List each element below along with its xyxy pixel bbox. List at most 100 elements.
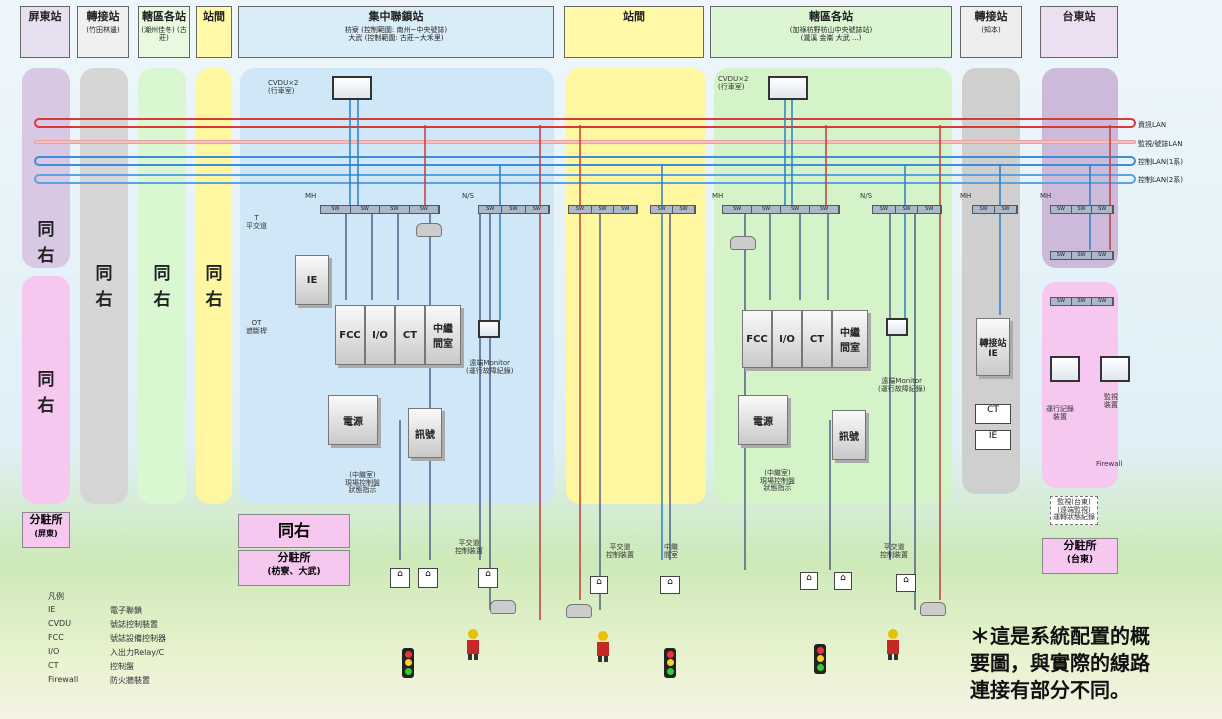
cvdu-monitor-right-icon	[768, 76, 808, 100]
switch-hub-central-2: SWSWSW	[478, 205, 550, 214]
branch-central-same: 同右	[238, 514, 350, 548]
taitung-note: 監視(台東) (遠端監視) 運轉狀態紀錄	[1050, 496, 1098, 525]
branch-taitung: 分駐所 (台東)	[1042, 538, 1118, 574]
crossing-ctrl-left-label: 平交道 控制裝置	[606, 544, 634, 559]
ie-box-transfer: IE	[975, 430, 1011, 450]
branch-taitung-sub: (台東)	[1067, 555, 1093, 565]
remote-monitor-right-icon	[886, 318, 908, 336]
crossing-box-2-icon: ⌂	[418, 568, 438, 588]
camera-icon-5	[920, 602, 946, 616]
legend-value: 號誌設備控制器	[110, 633, 166, 647]
traffic-signal-icon-2	[664, 648, 676, 678]
crossing-box-1-icon: ⌂	[390, 568, 410, 588]
crossing-box-6-icon: ⌂	[834, 572, 852, 590]
cvdu-label-right: CVDU×2 (行車室)	[718, 76, 749, 91]
traffic-signal-icon-1	[402, 648, 414, 678]
mh-label-4: MH	[1040, 193, 1051, 201]
ct-unit-right: CT	[802, 310, 832, 368]
legend-key: Firewall	[48, 675, 110, 689]
legend-value: 入出力Relay/C	[110, 647, 164, 661]
branch-central: 分駐所 (枋寮、大武)	[238, 550, 350, 586]
ct-box-transfer: CT	[975, 404, 1011, 424]
switch-hub-transfer: SWSW	[972, 205, 1018, 214]
signal-unit-right: 訊號	[832, 410, 866, 460]
legend-key: FCC	[48, 633, 110, 647]
crossing-ctrl-center-label: 平交道 控制裝置	[455, 540, 483, 555]
legend-key: I/O	[48, 647, 110, 661]
switch-hub-taitung-1: SWSWSW	[1050, 205, 1114, 214]
cvdu-label-central: CVDU×2 (行車室)	[268, 80, 299, 95]
crossing-guard-icon-2	[594, 630, 612, 662]
camera-icon-3	[490, 600, 516, 614]
cvdu-monitor-central-icon	[332, 76, 372, 100]
power-unit-central: 電源	[328, 395, 378, 445]
room-unit-central: 中繼 間室	[425, 305, 461, 365]
mh-label-3: MH	[960, 193, 971, 201]
legend-key: CT	[48, 661, 110, 675]
fcc-unit-central: FCC	[335, 305, 365, 365]
taitung-terminal-2-icon	[1100, 356, 1130, 382]
remote-monitor-central-label: 遠端Monitor (運行故障紀錄)	[466, 360, 513, 375]
legend-value: 號誌控制裝置	[110, 619, 158, 633]
taitung-monitor-label: 監視 裝置	[1104, 394, 1118, 409]
switch-hub-taitung-2: SWSWSW	[1050, 251, 1114, 260]
camera-icon-1	[416, 223, 442, 237]
ns-label-2: N/S	[860, 193, 872, 201]
ct-unit-central: CT	[395, 305, 425, 365]
vertical-label-1: T 平交道	[246, 215, 267, 230]
fcc-unit-right: FCC	[742, 310, 772, 368]
vertical-label-2: OT 遮斷桿	[246, 320, 267, 335]
taitung-log-label: 運行記錄 裝置	[1046, 406, 1074, 421]
switch-hub-right-2: SWSWSW	[872, 205, 942, 214]
io-unit-central: I/O	[365, 305, 395, 365]
power-unit-right: 電源	[738, 395, 788, 445]
legend-key: CVDU	[48, 619, 110, 633]
local-ctrl-central-label: (中繼室) 現場控制盤 狀態指示	[345, 472, 380, 495]
io-unit-right: I/O	[772, 310, 802, 368]
local-ctrl-right-label: (中繼室) 現場控制盤 狀態指示	[760, 470, 795, 493]
relay-room-icon: ⌂	[660, 576, 680, 594]
branch-central-sub: (枋寮、大武)	[267, 567, 320, 577]
legend-key: IE	[48, 605, 110, 619]
traffic-signal-icon-3	[814, 644, 826, 674]
remote-monitor-central-icon	[478, 320, 500, 338]
ns-label-1: N/S	[462, 193, 474, 201]
relay-station-unit: 轉接站 IE	[976, 318, 1010, 376]
remote-monitor-right-label: 遠端Monitor (運行故障紀錄)	[878, 378, 925, 393]
branch-taitung-title: 分駐所	[1064, 539, 1097, 552]
crossing-box-5-icon: ⌂	[800, 572, 818, 590]
legend-value: 控制盤	[110, 661, 134, 675]
crossing-box-4-icon: ⌂	[590, 576, 608, 594]
crossing-guard-icon-3	[884, 628, 902, 660]
legend-title: 凡例	[48, 591, 166, 605]
legend-title-text: 凡例	[48, 591, 64, 605]
branch-pingtung-title: 分駐所	[30, 513, 63, 526]
taitung-terminal-1-icon	[1050, 356, 1080, 382]
legend-value: 防火牆裝置	[110, 675, 150, 689]
diagram-note: ＊這是系統配置的概 要圖，與實際的線路 連接有部分不同。	[970, 623, 1150, 704]
firewall-label: Firewall	[1096, 461, 1122, 469]
crossing-box-3-icon: ⌂	[478, 568, 498, 588]
camera-icon-4	[566, 604, 592, 618]
branch-central-title: 分駐所	[278, 551, 311, 564]
crossing-guard-icon-1	[464, 628, 482, 660]
camera-icon-2	[730, 236, 756, 250]
crossing-box-7-icon: ⌂	[896, 574, 916, 592]
legend-value: 電子聯鎖	[110, 605, 142, 619]
room-unit-right: 中繼 間室	[832, 310, 868, 368]
switch-hub-between-1: SWSWSW	[568, 205, 638, 214]
mh-label-2: MH	[712, 193, 723, 201]
relay-room-label: 中繼 間室	[664, 544, 678, 559]
ie-unit-central: IE	[295, 255, 329, 305]
mh-label-1: MH	[305, 193, 316, 201]
legend-row: Firewall防火牆裝置	[48, 675, 166, 689]
